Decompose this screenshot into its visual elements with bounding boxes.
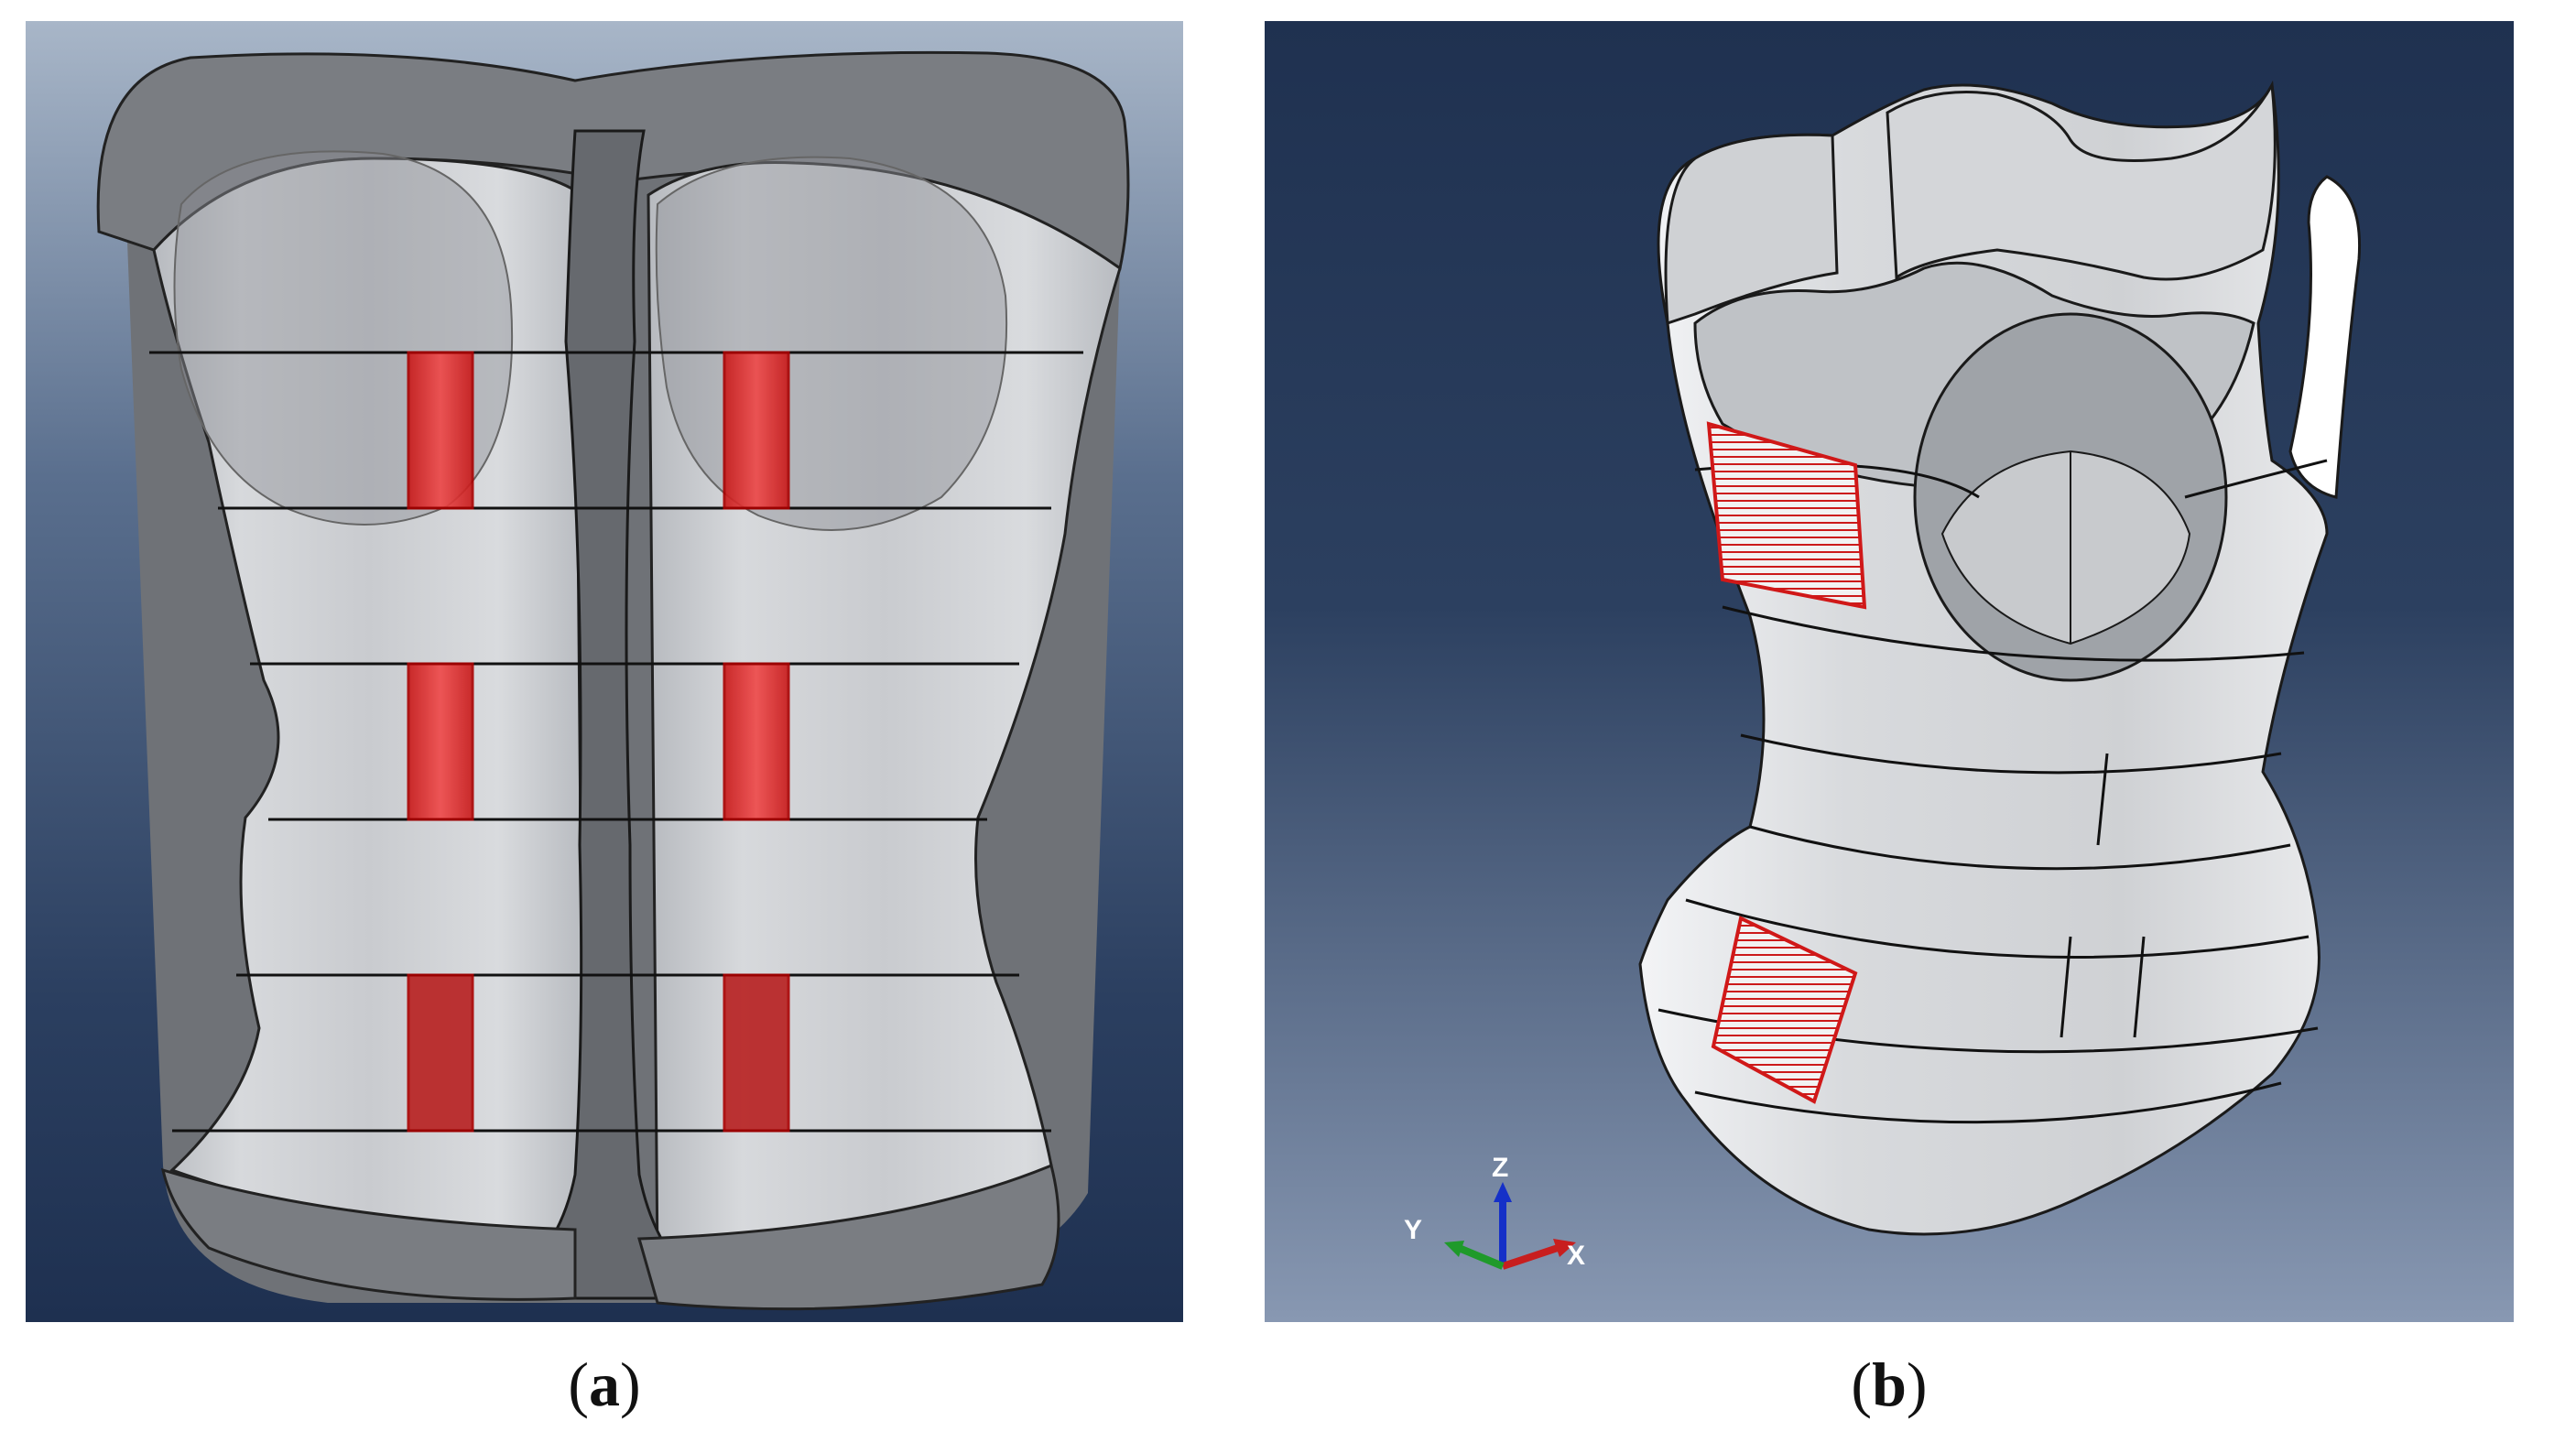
caption-a: (a) (568, 1353, 640, 1415)
cutout-inner-band (1940, 450, 2191, 645)
brace-bottom-rim-right (637, 1163, 1060, 1311)
band-line-2 (1722, 605, 2305, 662)
caption-b-close: ) (1906, 1350, 1928, 1419)
y-axis-label: Y (1404, 1215, 1422, 1245)
caption-b-open: ( (1851, 1350, 1873, 1419)
band-divider-2 (2060, 936, 2072, 1038)
brace-bottom-rim-left (160, 1167, 577, 1301)
brace-front-view-render (26, 21, 1183, 1322)
y-axis-arrow (1457, 1244, 1505, 1270)
caption-b: (b) (1851, 1353, 1927, 1415)
z-axis-label: Z (1492, 1153, 1508, 1183)
y-axis-head (1444, 1241, 1464, 1257)
band-line-7 (1694, 1081, 2282, 1124)
band-line-1b (2184, 459, 2328, 499)
axis-triad: Z Y X (1404, 1153, 1585, 1271)
panel-b-isometric-view: Z Y X (1265, 21, 2514, 1322)
pressure-pads (407, 351, 790, 1133)
panel-a-front-view (26, 21, 1183, 1322)
brace-left-shell (152, 157, 586, 1277)
band-divider-3 (2133, 936, 2146, 1038)
pad-left-upper (407, 351, 474, 510)
band-line-4 (1749, 825, 2291, 871)
pad-left-middle (407, 662, 474, 821)
x-axis-arrow (1501, 1244, 1560, 1270)
pad-right-lower (723, 973, 790, 1133)
caption-a-close: ) (620, 1350, 641, 1419)
brace-isometric-view-render: Z Y X (1265, 21, 2514, 1322)
pad-left-lower (407, 973, 474, 1133)
x-axis-head (1553, 1239, 1576, 1257)
caption-a-open: ( (568, 1350, 589, 1419)
brace-side-slot (2288, 175, 2362, 499)
x-axis-label: X (1567, 1241, 1585, 1271)
right-relief-zone (655, 156, 1008, 531)
section-lines (149, 351, 1083, 1133)
pad-right-upper (723, 351, 790, 510)
top-flap-left (1664, 133, 1839, 326)
z-axis-head (1494, 1182, 1512, 1202)
pad-upper-hatched (1706, 421, 1867, 610)
band-line-5 (1685, 898, 2310, 959)
top-flap-right (1886, 81, 2277, 281)
band-line-3 (1740, 733, 2282, 775)
caption-b-letter: b (1872, 1350, 1907, 1419)
pad-lower-hatched (1711, 916, 1858, 1104)
band-divider-1 (2096, 753, 2109, 846)
caption-a-letter: a (589, 1350, 620, 1419)
pad-right-middle (723, 662, 790, 821)
